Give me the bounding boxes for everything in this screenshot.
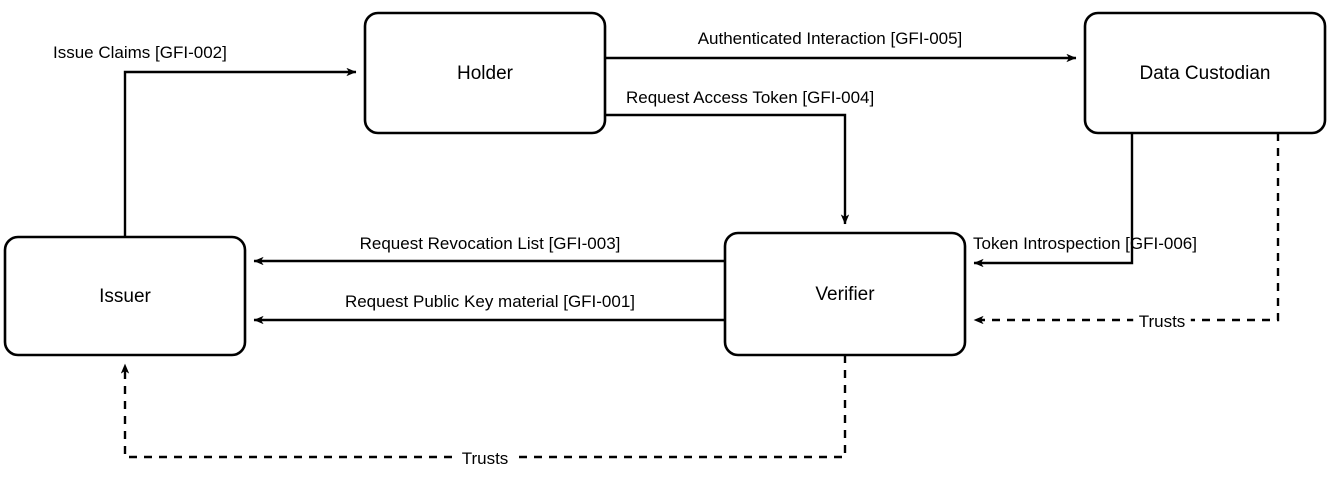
- edge-trusts-custodian-verifier: [973, 133, 1280, 325]
- edge-label-gfi-002: Issue Claims [GFI-002]: [53, 43, 227, 62]
- node-verifier[interactable]: Verifier: [723, 231, 967, 357]
- node-label-data_custodian: Data Custodian: [1140, 63, 1271, 84]
- node-issuer[interactable]: Issuer: [3, 235, 247, 357]
- edge-trusts-verifier-issuer: [120, 355, 847, 459]
- edge-label-gfi-005: Authenticated Interaction [GFI-005]: [698, 29, 963, 48]
- node-shape-data_custodian: [1083, 11, 1327, 135]
- edge-label-bg-trusts-custodian-verifier: [1133, 312, 1191, 331]
- edge-gfi-002: [123, 67, 357, 237]
- edge-label-bg-trusts-verifier-issuer: [456, 449, 514, 468]
- node-shape-issuer: [3, 235, 247, 357]
- node-shape-verifier: [723, 231, 967, 357]
- edge-gfi-006: [973, 133, 1134, 268]
- edge-label-trusts-verifier-issuer: Trusts: [462, 449, 509, 468]
- edge-label-gfi-001: Request Public Key material [GFI-001]: [345, 292, 635, 311]
- edge-label-gfi-006: Token Introspection [GFI-006]: [973, 234, 1197, 253]
- edges-layer: [120, 53, 1280, 459]
- edge-label-gfi-004: Request Access Token [GFI-004]: [626, 88, 874, 107]
- edge-label-trusts-custodian-verifier: Trusts: [1139, 312, 1186, 331]
- edge-gfi-004: [605, 113, 850, 225]
- node-shape-holder: [363, 11, 607, 135]
- node-label-verifier: Verifier: [815, 284, 875, 305]
- edge-label-gfi-003: Request Revocation List [GFI-003]: [360, 234, 621, 253]
- node-data_custodian[interactable]: Data Custodian: [1083, 11, 1327, 135]
- node-label-issuer: Issuer: [99, 286, 151, 307]
- node-holder[interactable]: Holder: [363, 11, 607, 135]
- node-label-holder: Holder: [457, 63, 514, 84]
- edge-labels-layer: Issue Claims [GFI-002] Authenticated Inte…: [53, 29, 1197, 468]
